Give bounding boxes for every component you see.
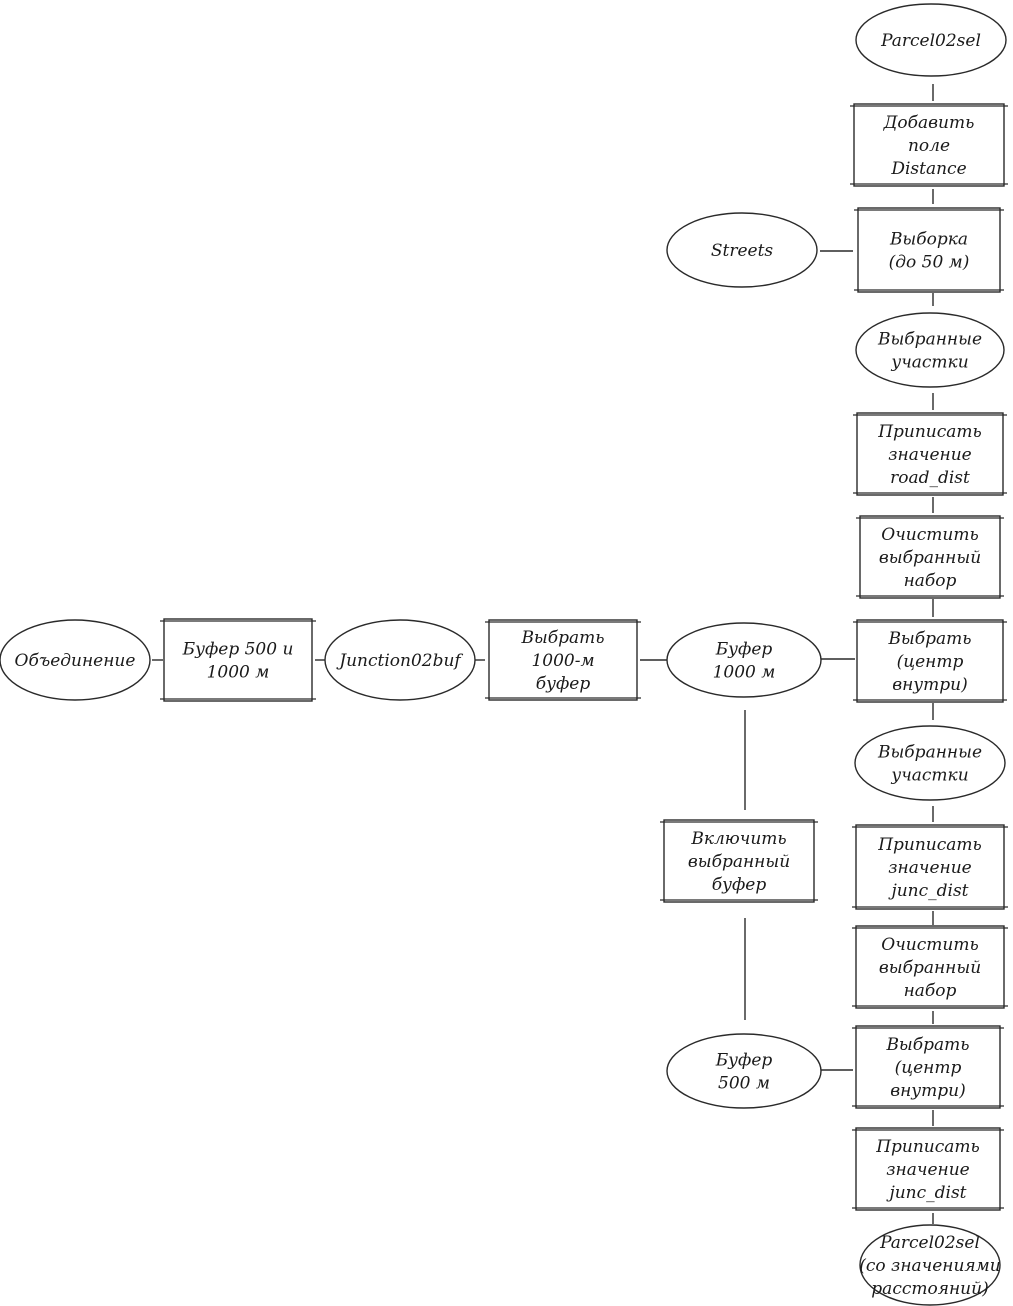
- node-label-line: Выбрать: [520, 628, 604, 648]
- node-ellipse: [324, 619, 476, 701]
- node-label-line: Streets: [711, 241, 774, 261]
- node-label-line: значение: [886, 1160, 969, 1180]
- node-box: [856, 412, 1004, 496]
- node-box: [663, 819, 815, 903]
- node-selected-parcels-2: Выбранные участки: [854, 725, 1006, 801]
- node-box: [855, 925, 1005, 1009]
- node-label-line: значение: [888, 445, 971, 465]
- node-label-line: junc_dist: [885, 1183, 966, 1203]
- node-label-line: junc_dist: [887, 881, 968, 901]
- node-ellipse: [666, 1033, 822, 1109]
- node-box: [855, 1127, 1001, 1211]
- node-label-line: 1000-м: [531, 651, 594, 671]
- node-clear-selection-1: Очистить выбранный набор: [856, 515, 1004, 599]
- node-label-line: 1000 м: [713, 663, 776, 683]
- node-buffer-500-1000: Буфер 500 и 1000 м: [160, 618, 316, 702]
- node-label-line: внутри): [892, 675, 968, 695]
- node-buffer-1000: Буфер 1000 м: [666, 622, 822, 698]
- node-label-line: Junction02buf: [336, 651, 463, 671]
- node-box: [855, 824, 1005, 910]
- node-label-line: Выбрать: [885, 1035, 969, 1055]
- node-label-line: Очистить: [881, 525, 978, 545]
- node-select-center-1: Выбрать (центр внутри): [853, 619, 1007, 703]
- node-label-line: (центр: [895, 1058, 962, 1078]
- node-label-line: (до 50 м): [889, 253, 970, 273]
- node-label-line: Очистить: [881, 935, 978, 955]
- node-label-line: (со значениями: [859, 1256, 1000, 1276]
- node-label-line: внутри): [890, 1081, 966, 1101]
- node-streets: Streets: [666, 212, 818, 288]
- node-label-line: выбранный: [879, 958, 981, 978]
- node-junction02buf: Junction02buf: [324, 619, 476, 701]
- node-label-line: Выбранные: [877, 743, 982, 763]
- node-clear-selection-2: Очистить выбранный набор: [852, 925, 1008, 1009]
- node-label-line: значение: [888, 858, 971, 878]
- node-label-line: Включить: [690, 829, 786, 849]
- node-label-line: Добавить: [883, 113, 975, 133]
- node-label-line: Parcel02sel: [879, 1233, 980, 1253]
- node-box: [855, 1025, 1001, 1109]
- node-label-line: Буфер 500 и: [182, 640, 294, 660]
- node-label-line: выбранный: [879, 548, 981, 568]
- node-box: [163, 618, 313, 702]
- node-label-line: буфер: [712, 875, 767, 895]
- node-label-line: Объединение: [15, 651, 136, 671]
- node-label-line: Parcel02sel: [880, 31, 981, 51]
- node-label-line: (центр: [897, 652, 964, 672]
- node-box: [857, 207, 1001, 293]
- node-enable-selected-buffer: Включить выбранный буфер: [660, 819, 818, 903]
- node-box: [853, 103, 1005, 187]
- node-label-line: выбранный: [688, 852, 790, 872]
- node-label-line: Приписать: [875, 1137, 980, 1157]
- node-select-1000-buffer: Выбрать 1000-м буфер: [485, 619, 641, 701]
- node-label-line: набор: [904, 571, 957, 591]
- node-parcel02sel-bottom: Parcel02sel (со значениями расстояний): [859, 1224, 1001, 1306]
- node-label-line: road_dist: [890, 468, 970, 488]
- node-select-center-2: Выбрать (центр внутри): [852, 1025, 1004, 1109]
- node-assign-road-dist: Приписать значение road_dist: [853, 412, 1007, 496]
- node-label-line: буфер: [536, 674, 591, 694]
- node-box: [856, 619, 1004, 703]
- node-label-line: Выбрать: [887, 629, 971, 649]
- node-parcel02sel-top: Parcel02sel: [855, 3, 1007, 77]
- node-label-line: Буфер: [715, 640, 773, 660]
- node-box: [859, 515, 1001, 599]
- node-label-line: Приписать: [877, 422, 982, 442]
- node-ellipse: [855, 312, 1005, 388]
- connectors: [152, 84, 934, 1224]
- node-label-line: поле: [908, 136, 950, 156]
- node-label-line: расстояний): [871, 1279, 988, 1299]
- node-label-line: Приписать: [877, 835, 982, 855]
- node-buffer-500: Буфер 500 м: [666, 1033, 822, 1109]
- node-ellipse: [0, 619, 151, 701]
- node-assign-junc-dist-2: Приписать значение junc_dist: [852, 1127, 1004, 1211]
- node-label-line: набор: [904, 981, 957, 1001]
- node-select-50: Выборка (до 50 м): [854, 207, 1004, 293]
- node-label-line: Буфер: [715, 1051, 773, 1071]
- node-label-line: Distance: [890, 159, 966, 179]
- node-label-line: Выбранные: [877, 330, 982, 350]
- node-union: Объединение: [0, 619, 151, 701]
- node-label-line: 500 м: [718, 1074, 770, 1094]
- node-selected-parcels-1: Выбранные участки: [855, 312, 1005, 388]
- node-label-line: участки: [890, 353, 968, 373]
- node-assign-junc-dist-1: Приписать значение junc_dist: [852, 824, 1008, 910]
- node-ellipse: [666, 212, 818, 288]
- node-label-line: участки: [890, 766, 968, 786]
- node-label-line: Выборка: [889, 230, 968, 250]
- node-label-line: 1000 м: [207, 663, 270, 683]
- node-box: [488, 619, 638, 701]
- node-ellipse: [854, 725, 1006, 801]
- node-ellipse: [859, 1224, 1001, 1306]
- node-ellipse: [666, 622, 822, 698]
- nodes: Parcel02selДобавитьполеDistanceStreetsВы…: [0, 3, 1008, 1306]
- node-ellipse: [855, 3, 1007, 77]
